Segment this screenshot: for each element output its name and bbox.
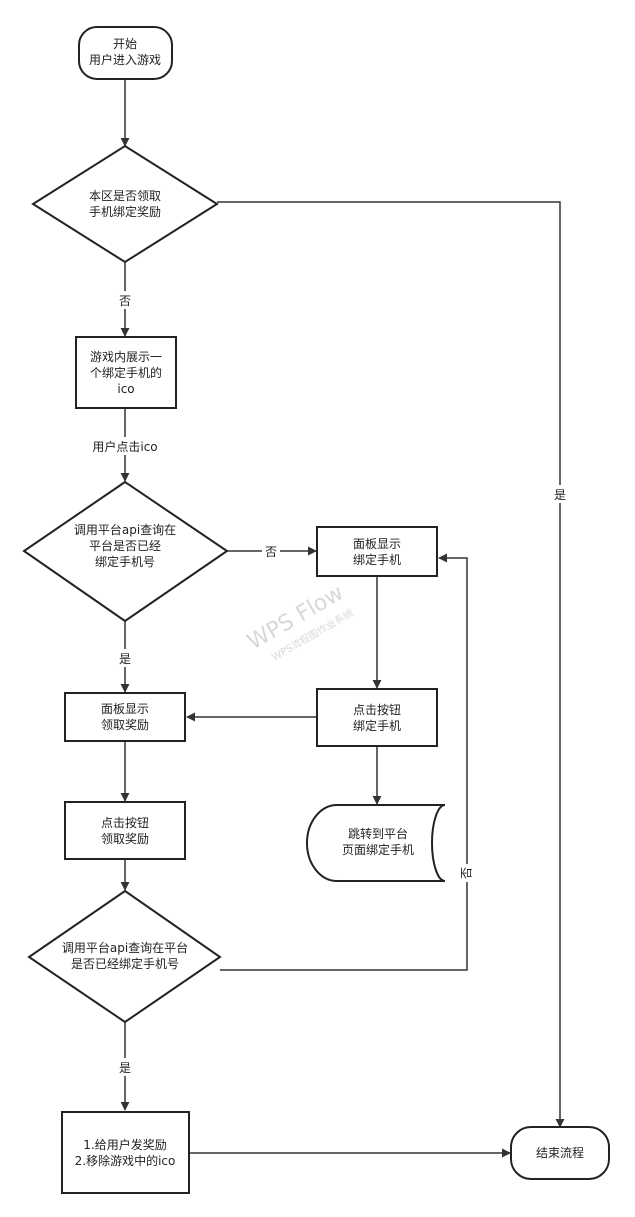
- decision-query-bound-2: 调用平台api查询在平台 是否已经绑定手机号: [27, 889, 222, 1024]
- process-panel-bind-phone-line-2: 绑定手机: [353, 552, 401, 567]
- start-line-1: 开始: [113, 37, 137, 51]
- edge-label-yes: 是: [119, 1061, 131, 1075]
- edge-check-yes-to-end: [217, 201, 565, 1128]
- edges: [120, 79, 565, 1158]
- process-show-icon: 游戏内展示一 个绑定手机的 ico: [75, 336, 177, 409]
- decision-reward-claimed: 本区是否领取 手机绑定奖励: [31, 144, 219, 264]
- process-click-claim-reward-line-2: 领取奖励: [101, 832, 149, 846]
- process-give-reward-line-1: 1.给用户发奖励: [83, 1137, 166, 1152]
- edge-label-no: 否: [265, 545, 277, 559]
- process-panel-bind-phone: 面板显示 绑定手机: [316, 526, 438, 577]
- watermark: WPS Flow WPS流程图作业系统: [244, 580, 356, 663]
- process-click-claim-reward-line-1: 点击按钮: [101, 815, 149, 830]
- process-click-bind-phone-line-2: 绑定手机: [353, 718, 401, 733]
- decision-query-bound-2-line-2: 是否已经绑定手机号: [71, 956, 179, 971]
- decision-query-bound-2-line-1: 调用平台api查询在平台: [62, 940, 188, 955]
- process-click-claim-reward: 点击按钮 领取奖励: [64, 801, 186, 860]
- edge-label-yes: 是: [119, 652, 131, 666]
- decision-query-bound-1-line-3: 绑定手机号: [95, 554, 155, 569]
- edge-label-user-click: 用户点击ico: [92, 439, 157, 454]
- end-terminator: 结束流程: [510, 1126, 610, 1180]
- storage-jump-platform-line-1: 跳转到平台: [348, 826, 408, 841]
- edge-label-no: 否: [119, 294, 131, 308]
- process-show-icon-line-1: 游戏内展示一: [90, 350, 162, 364]
- start-line-2: 用户进入游戏: [89, 52, 161, 67]
- storage-jump-platform-line-2: 页面绑定手机: [342, 842, 414, 857]
- process-click-bind-phone: 点击按钮 绑定手机: [316, 688, 438, 747]
- process-panel-bind-phone-line-1: 面板显示: [353, 537, 401, 551]
- decision-reward-claimed-line-2: 手机绑定奖励: [89, 204, 161, 219]
- process-show-icon-line-3: ico: [117, 382, 134, 396]
- decision-reward-claimed-line-1: 本区是否领取: [89, 189, 161, 203]
- decision-query-bound-1: 调用平台api查询在 平台是否已经 绑定手机号: [22, 480, 229, 623]
- decision-query-bound-1-line-1: 调用平台api查询在: [74, 522, 176, 537]
- decision-query-bound-1-line-2: 平台是否已经: [89, 538, 161, 553]
- process-panel-claim-reward: 面板显示 领取奖励: [64, 692, 186, 742]
- end-label: 结束流程: [536, 1145, 584, 1160]
- edge-label-no: 否: [460, 867, 474, 879]
- storage-jump-platform: 跳转到平台 页面绑定手机: [306, 804, 446, 882]
- process-panel-claim-reward-line-1: 面板显示: [101, 702, 149, 716]
- process-panel-claim-reward-line-2: 领取奖励: [101, 718, 149, 732]
- edge-label-yes: 是: [554, 488, 566, 502]
- process-give-reward: 1.给用户发奖励 2.移除游戏中的ico: [61, 1111, 190, 1194]
- process-click-bind-phone-line-1: 点击按钮: [353, 702, 401, 717]
- process-show-icon-line-2: 个绑定手机的: [90, 365, 162, 380]
- edge-query2-no-to-panel-bind: [220, 553, 468, 971]
- edge-labels: 否 用户点击ico 否 是 是 否 是: [86, 291, 569, 1076]
- start-terminator: 开始 用户进入游戏: [78, 26, 173, 80]
- process-give-reward-line-2: 2.移除游戏中的ico: [75, 1153, 176, 1168]
